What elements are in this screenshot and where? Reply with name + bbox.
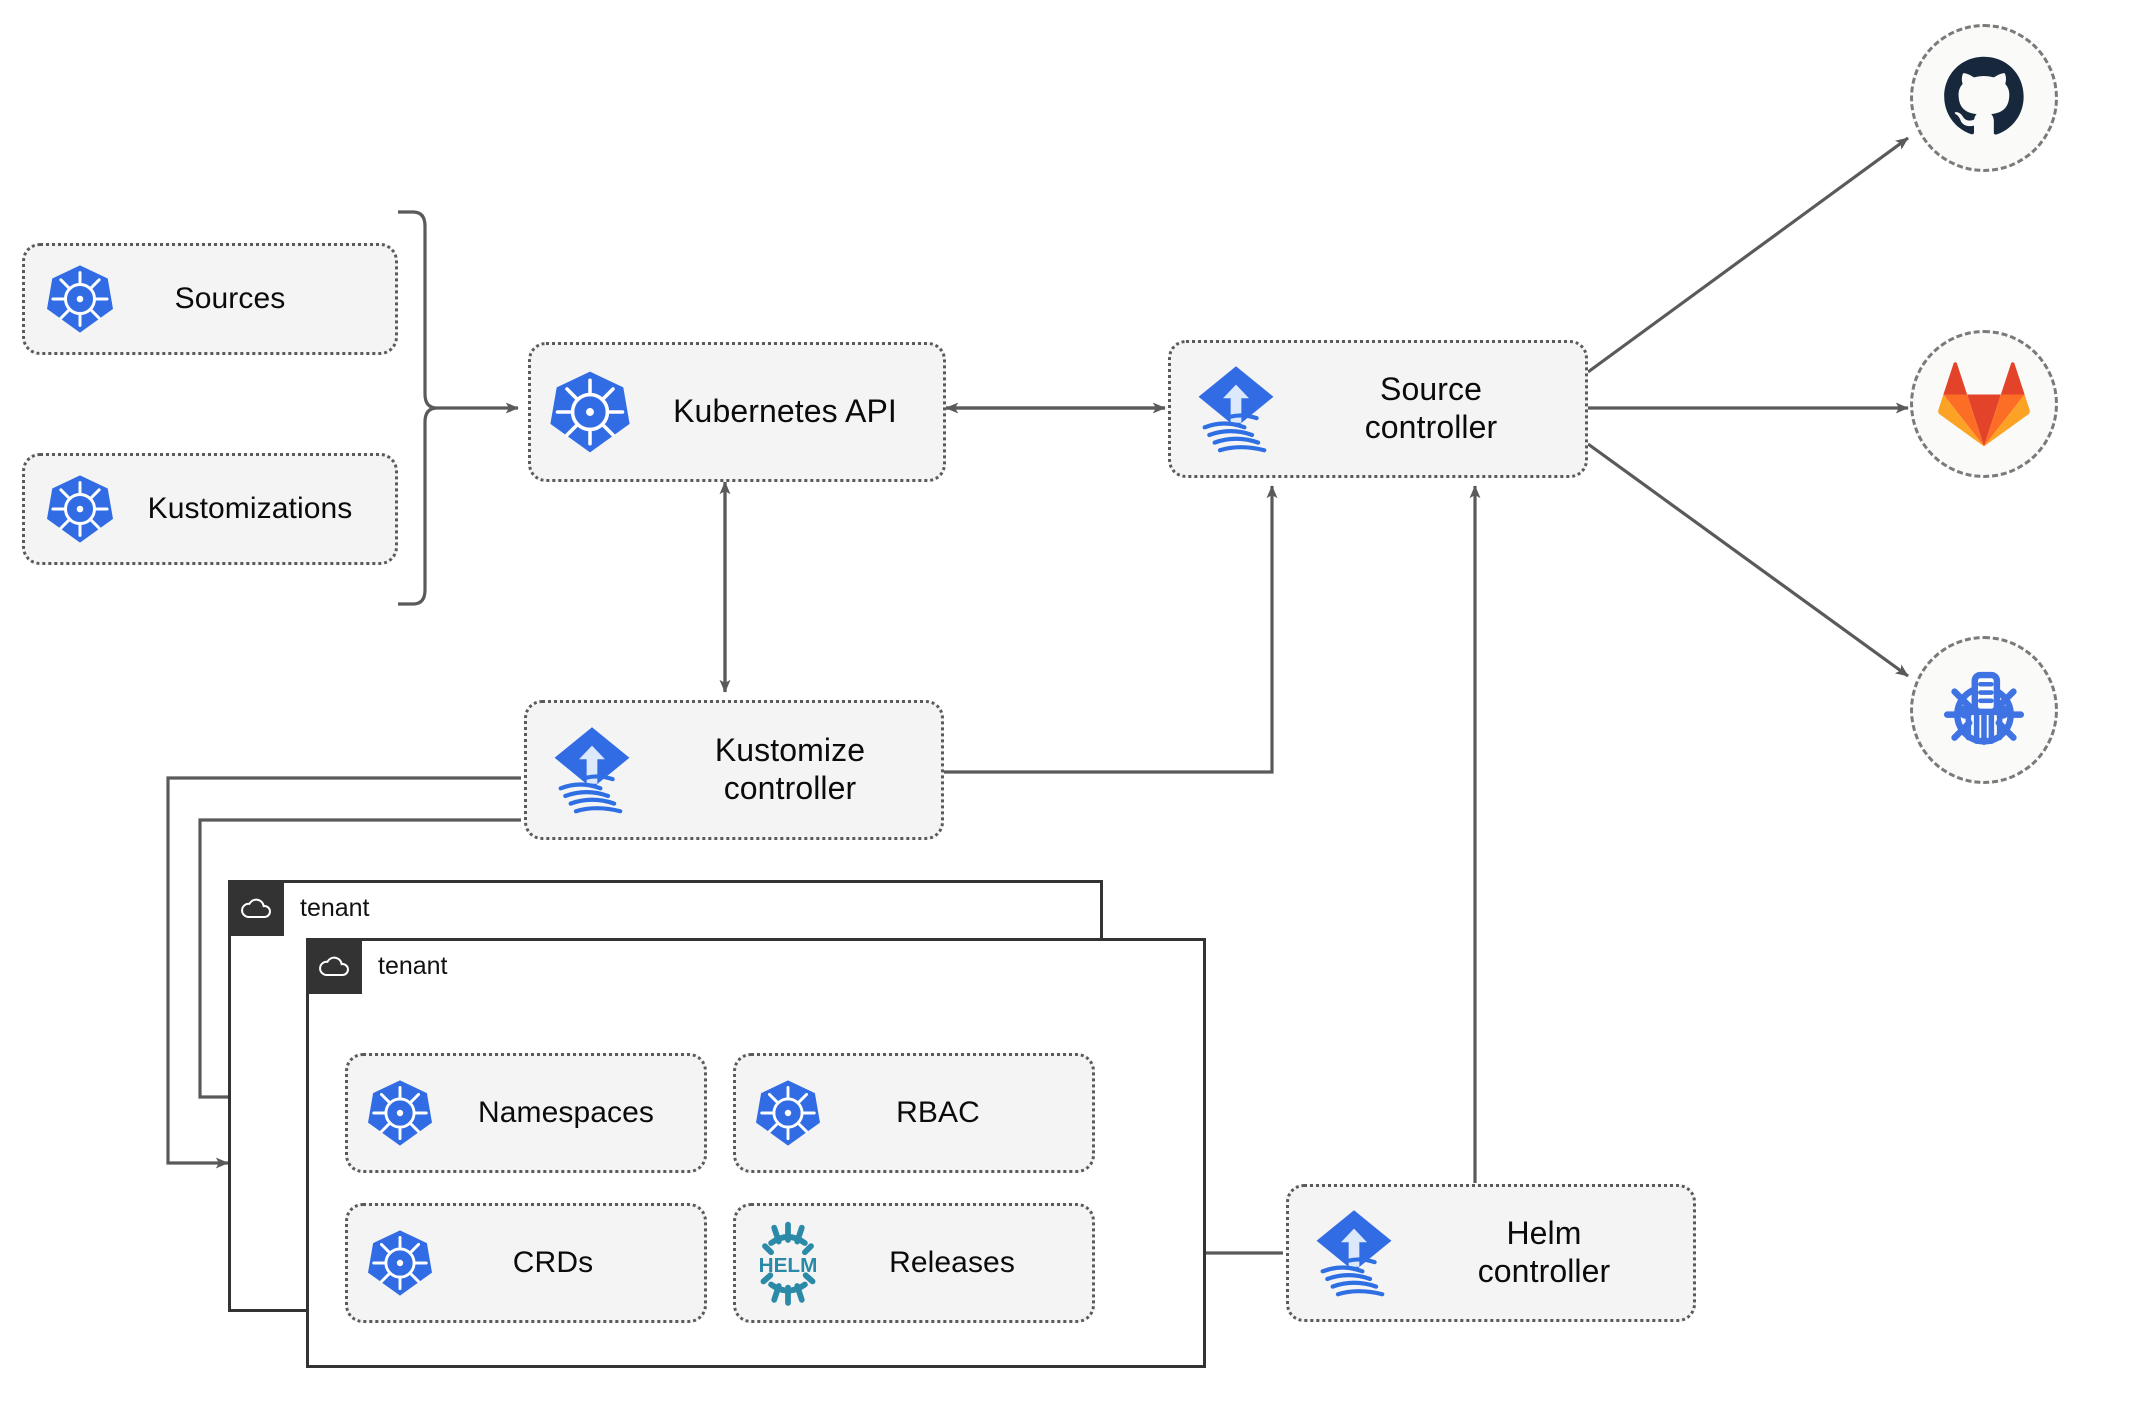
gitlab-icon <box>1938 362 2030 447</box>
node-kustomizations-label: Kustomizations <box>147 492 353 526</box>
node-crds-label: CRDs <box>512 1246 594 1280</box>
node-rbac-label: RBAC <box>896 1096 980 1130</box>
node-sources-label: Sources <box>174 282 286 316</box>
provider-gitlab[interactable] <box>1910 330 2058 478</box>
kubernetes-icon <box>736 1079 840 1147</box>
kubernetes-icon <box>348 1079 452 1147</box>
node-namespaces-label: Namespaces <box>477 1096 655 1130</box>
node-kubernetes-api[interactable]: Kubernetes API <box>528 342 946 482</box>
node-kustomize-controller-label: Kustomize controller <box>714 732 866 806</box>
node-source-controller[interactable]: Source controller <box>1168 340 1588 478</box>
node-kustomize-controller[interactable]: Kustomize controller <box>524 700 944 840</box>
kubernetes-icon <box>531 370 649 454</box>
github-icon <box>1944 56 2024 135</box>
node-kustomizations[interactable]: Kustomizations <box>22 453 398 565</box>
tenant-label: tenant <box>300 893 370 922</box>
flux-icon <box>1289 1207 1419 1299</box>
node-helm-controller-label: Helm controller <box>1477 1215 1611 1289</box>
flux-icon <box>1171 363 1301 455</box>
node-namespaces[interactable]: Namespaces <box>345 1053 707 1173</box>
node-helm-controller[interactable]: Helm controller <box>1286 1184 1696 1322</box>
node-sources[interactable]: Sources <box>22 243 398 355</box>
provider-github[interactable] <box>1910 24 2058 172</box>
node-kubernetes-api-label: Kubernetes API <box>673 393 897 430</box>
helm-chart-icon <box>1943 671 2025 745</box>
flux-icon <box>527 724 657 816</box>
helm-icon: HELM <box>736 1220 840 1306</box>
provider-helm-repository[interactable] <box>1910 636 2058 784</box>
cloud-icon <box>306 938 362 994</box>
node-releases-label: Releases <box>889 1246 1015 1280</box>
tenant-header: tenant <box>306 938 448 994</box>
tenant-header: tenant <box>228 880 370 936</box>
node-crds[interactable]: CRDs <box>345 1203 707 1323</box>
tenant-container-front[interactable]: tenant Namespaces <box>306 938 1206 1368</box>
kubernetes-icon <box>348 1229 452 1297</box>
node-releases[interactable]: HELM Releases <box>733 1203 1095 1323</box>
node-source-controller-label: Source controller <box>1364 371 1498 445</box>
kubernetes-icon <box>25 264 135 334</box>
svg-text:HELM: HELM <box>759 1254 818 1277</box>
cloud-icon <box>228 880 284 936</box>
node-rbac[interactable]: RBAC <box>733 1053 1095 1173</box>
kubernetes-icon <box>25 474 135 544</box>
tenant-label: tenant <box>378 951 448 980</box>
